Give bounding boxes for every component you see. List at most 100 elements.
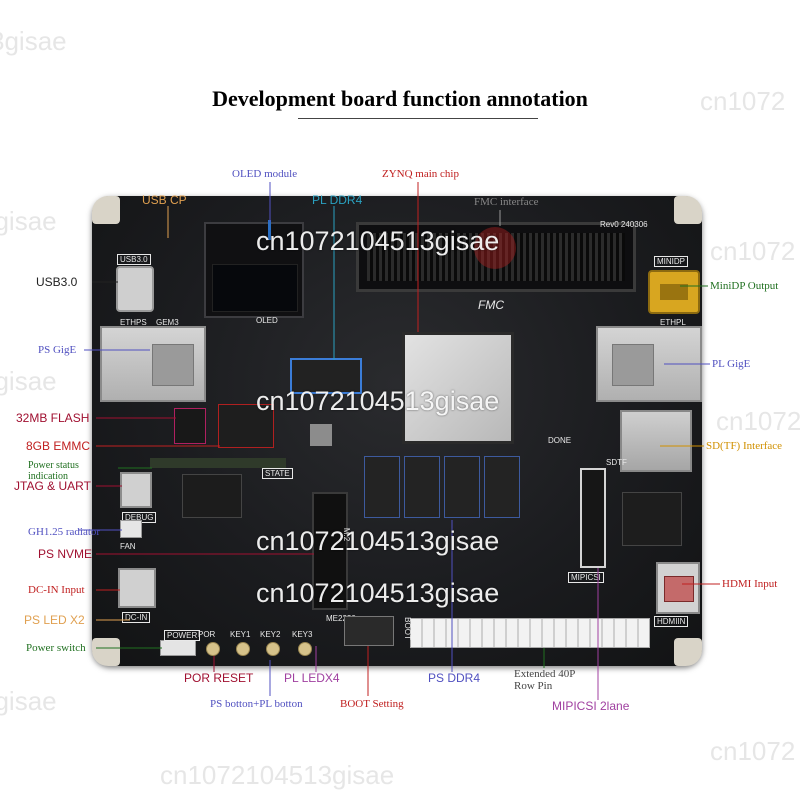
- annotation-mipi: MIPICSI 2lane: [552, 699, 630, 713]
- hdmi-receiver-chip: [622, 492, 682, 546]
- pcb-label-power: POWER: [164, 630, 201, 641]
- ghost-watermark: cn1072: [710, 236, 796, 266]
- zynq-main-chip: [402, 332, 514, 444]
- ps-ddr4-chip: [404, 456, 440, 518]
- ps-ddr4-chip: [444, 456, 480, 518]
- annotation-por: POR RESET: [184, 671, 254, 685]
- pcb-label-usb3: USB3.0: [117, 254, 151, 265]
- oled-module: [204, 220, 304, 318]
- watermark: cn1072104513gisae: [256, 226, 500, 256]
- annotation-jtag: JTAG & UART: [14, 479, 91, 493]
- flash-chip: [174, 408, 206, 444]
- watermark: cn1072104513gisae: [256, 386, 500, 416]
- annotation-power-status: Power status indication: [28, 460, 79, 482]
- page-title: Development board function annotation: [212, 86, 588, 111]
- mounting-corner: [92, 196, 120, 224]
- emmc-chip: [218, 404, 274, 448]
- annotation-hdmi: HDMI Input: [722, 578, 778, 590]
- annotation-flash: 32MB FLASH: [16, 411, 90, 425]
- pcb-label-state: STATE: [262, 468, 293, 479]
- usb3-connector: [116, 266, 154, 312]
- watermark: cn1072104513gisae: [256, 578, 500, 608]
- extended-40p-header: [410, 618, 650, 648]
- pcb-label-fmc: FMC: [478, 298, 504, 312]
- ps-ddr4-chip: [484, 456, 520, 518]
- pcb-label-rev: Rev0 240306: [600, 220, 648, 229]
- watermark: cn1072104513gisae: [256, 526, 500, 556]
- ps-ddr4-chip: [364, 456, 400, 518]
- key2-button[interactable]: [266, 642, 280, 656]
- sd-slot: [620, 410, 692, 472]
- jtag-connector: [120, 472, 152, 508]
- annotation-plled: PL LEDX4: [284, 671, 340, 685]
- pl-gige-connector: [596, 326, 702, 402]
- power-switch[interactable]: [160, 640, 196, 656]
- pcb-label-key1: KEY1: [230, 630, 251, 639]
- pcb-label-minidp: MINIDP: [654, 256, 688, 267]
- pcb-label-ethps: ETHPS: [120, 318, 147, 327]
- ghost-watermark: 3gisae: [0, 206, 57, 236]
- annotation-zynq: ZYNQ main chip: [382, 168, 459, 180]
- key1-button[interactable]: [236, 642, 250, 656]
- boot-dip-switch: [344, 616, 394, 646]
- pcb-label-gem3: GEM3: [156, 318, 179, 327]
- title-underline: [298, 118, 538, 119]
- ghost-watermark: 3gisae: [0, 366, 57, 396]
- annotation-minidp: MiniDP Output: [710, 280, 779, 292]
- annotation-dcin: DC-IN Input: [28, 584, 85, 596]
- ghost-watermark: 3gisae: [0, 26, 67, 56]
- annotation-buttons: PS botton+PL botton: [210, 698, 303, 710]
- ghost-watermark: cn1072: [716, 406, 800, 436]
- pcb-label-m2230: ME2230: [326, 614, 356, 623]
- pcb-label-key3: KEY3: [292, 630, 313, 639]
- annotation-boot: BOOT Setting: [340, 698, 404, 710]
- annotation-usbcp: USB CP: [142, 193, 187, 207]
- ps-gige-connector: [100, 326, 206, 402]
- annotation-usb3: USB3.0: [36, 275, 78, 289]
- pcb-label-done: DONE: [548, 436, 572, 445]
- annotation-psgige: PS GigE: [38, 344, 77, 356]
- ghost-watermark: 3gisae: [0, 686, 57, 716]
- pcb-label-boot: BOOT: [402, 617, 412, 640]
- ghost-watermark: cn1072: [700, 86, 786, 116]
- hdmi-connector: [656, 562, 700, 614]
- pcb-label-oled: OLED: [256, 316, 278, 325]
- dcin-connector: [118, 568, 156, 608]
- annotation-nvme: PS NVME: [38, 547, 93, 561]
- annotation-psddr4: PS DDR4: [428, 671, 481, 685]
- annotation-fmc: FMC interface: [474, 196, 539, 208]
- ghost-watermark: cn1072: [710, 736, 796, 766]
- annotation-plddr4: PL DDR4: [312, 193, 363, 207]
- small-ic: [310, 424, 332, 446]
- annotation-psled: PS LED X2: [24, 613, 85, 627]
- pcb-label-key2: KEY2: [260, 630, 281, 639]
- pcb-label-fan: FAN: [120, 542, 136, 551]
- usb-hub-chip: [182, 474, 242, 518]
- mounting-corner: [92, 638, 120, 666]
- pcb-label-dcin: DC-IN: [122, 612, 151, 623]
- nvme-slot: [312, 492, 348, 610]
- annotation-sd: SD(TF) Interface: [706, 440, 783, 452]
- pcb-label-mipicsi: MIPICSI: [568, 572, 604, 583]
- por-button[interactable]: [206, 642, 220, 656]
- state-led-bar: [150, 458, 286, 468]
- annotation-gh: GH1.25 radiator: [28, 526, 101, 538]
- annotation-oled: OLED module: [232, 168, 298, 180]
- annotation-plgige: PL GigE: [712, 358, 751, 370]
- key3-button[interactable]: [298, 642, 312, 656]
- annotation-power-switch: Power switch: [26, 642, 86, 654]
- annotation-emmc: 8GB EMMC: [26, 439, 91, 453]
- pcb-label-por: POR: [198, 630, 216, 639]
- pcb-label-sdtf: SDTF: [606, 458, 627, 467]
- pcb-label-hdmiin: HDMIIN: [654, 616, 689, 627]
- mounting-corner: [674, 638, 702, 666]
- pcb-label-ethpl: ETHPL: [660, 318, 686, 327]
- fmc-connector: [356, 222, 636, 292]
- mounting-corner: [674, 196, 702, 224]
- fan-connector: [120, 520, 142, 538]
- mipicsi-connector: [580, 468, 606, 568]
- minidp-connector: [648, 270, 700, 314]
- ghost-watermark: cn1072104513gisae: [160, 760, 395, 790]
- annotation-ext40: Extended 40P Row Pin: [514, 668, 575, 693]
- pl-ddr4-chip: [290, 358, 362, 394]
